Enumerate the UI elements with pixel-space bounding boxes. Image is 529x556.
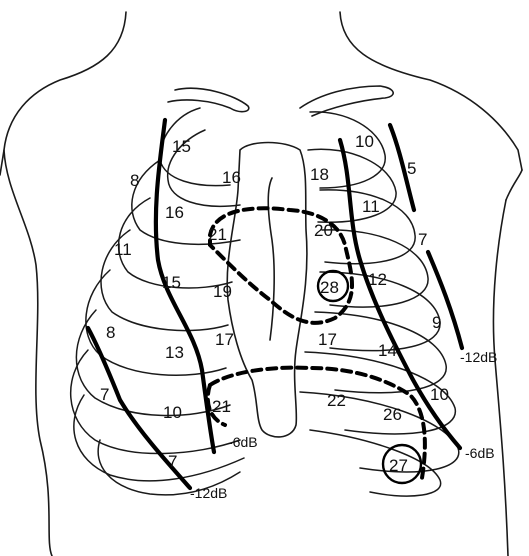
- torso-outline: [0, 12, 522, 556]
- value-label: 7: [418, 230, 427, 249]
- value-label: 11: [114, 240, 132, 259]
- value-label: 8: [106, 323, 115, 342]
- value-label: 14: [378, 341, 397, 360]
- value-label: 12: [368, 270, 387, 289]
- value-label: 27: [389, 456, 408, 475]
- db-label-right-inner: -6dB: [465, 445, 495, 461]
- value-label: 9: [432, 313, 441, 332]
- value-label: 10: [163, 403, 182, 422]
- value-label: 17: [318, 330, 337, 349]
- value-label: 16: [165, 203, 184, 222]
- value-label: 11: [362, 197, 380, 216]
- value-label: 28: [320, 278, 339, 297]
- value-label: 7: [168, 452, 177, 471]
- value-label: 16: [222, 168, 241, 187]
- value-label: 15: [162, 273, 181, 292]
- value-label: 19: [213, 282, 232, 301]
- value-label: 8: [130, 171, 139, 190]
- value-label: 15: [172, 137, 191, 156]
- value-label: 5: [407, 159, 416, 178]
- value-label: 21: [212, 397, 231, 416]
- value-label: 22: [327, 391, 346, 410]
- db-label-left-outer: -12dB: [190, 485, 227, 501]
- value-label: 18: [310, 165, 329, 184]
- value-label: 17: [215, 330, 234, 349]
- value-label: 7: [100, 385, 109, 404]
- value-label: 13: [165, 343, 184, 362]
- value-label: 10: [355, 132, 374, 151]
- value-label: 10: [430, 385, 449, 404]
- db-label-right-outer: -12dB: [460, 349, 497, 365]
- value-label: 26: [383, 405, 402, 424]
- clavicles: [168, 86, 393, 116]
- value-label: 21: [208, 225, 227, 244]
- value-label: 20: [314, 221, 333, 240]
- db-label-left-inner: -6dB: [228, 434, 258, 450]
